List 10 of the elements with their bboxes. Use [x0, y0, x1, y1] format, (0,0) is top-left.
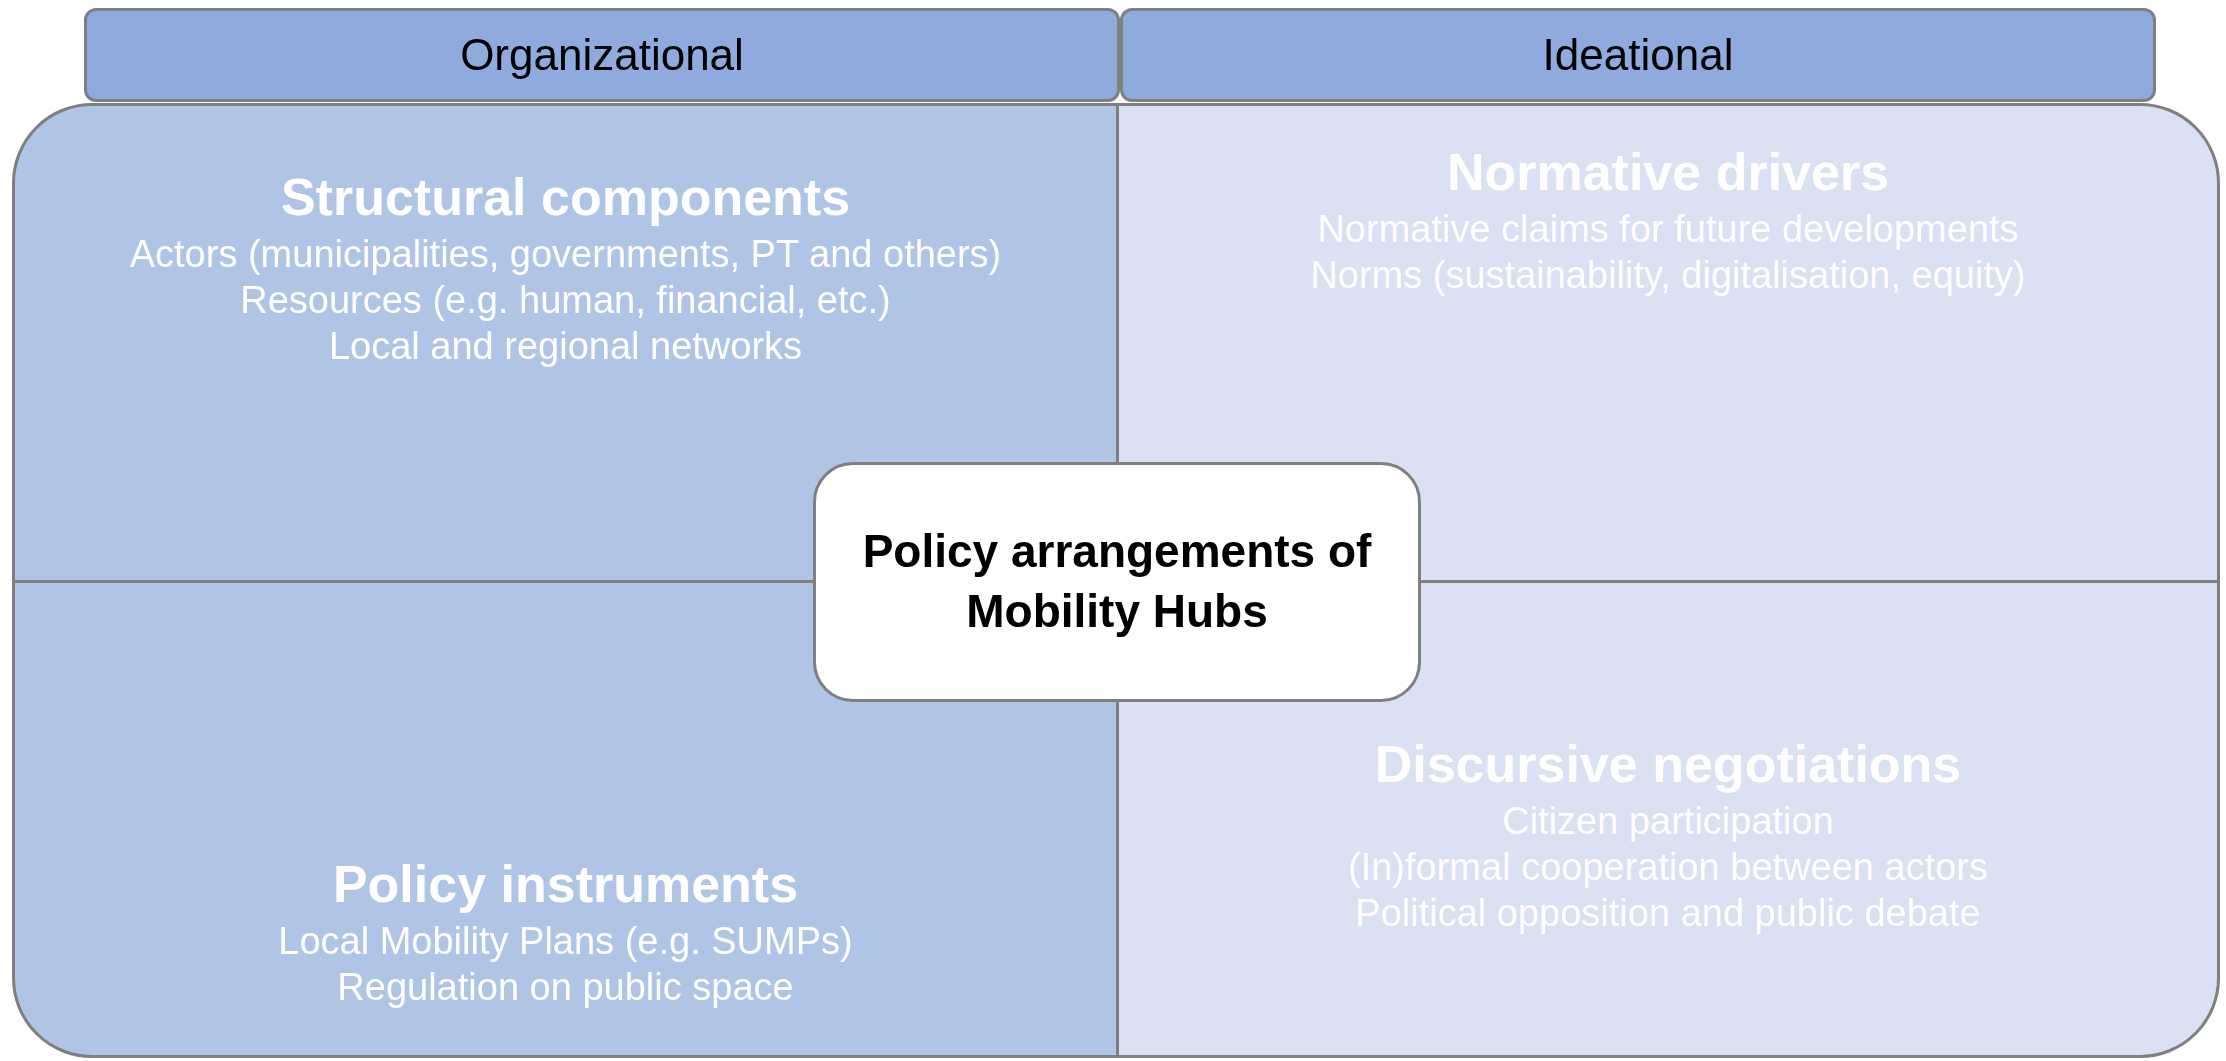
quadrant-heading: Structural components	[280, 167, 851, 228]
list-item: Actors (municipalities, governments, PT and others)	[129, 232, 1002, 278]
list-item: Local Mobility Plans (e.g. SUMPs)	[278, 919, 853, 965]
list-item: Regulation on public space	[337, 965, 794, 1010]
column-header: Organizational	[84, 8, 1120, 102]
quadrant-heading: Policy instruments	[332, 854, 799, 915]
list-item: Resources (e.g. human, financial, etc.)	[240, 278, 891, 323]
column-header: Ideational	[1120, 8, 2156, 102]
center-box: Policy arrangements of Mobility Hubs	[813, 462, 1421, 702]
list-item: Local and regional networks	[328, 323, 803, 369]
